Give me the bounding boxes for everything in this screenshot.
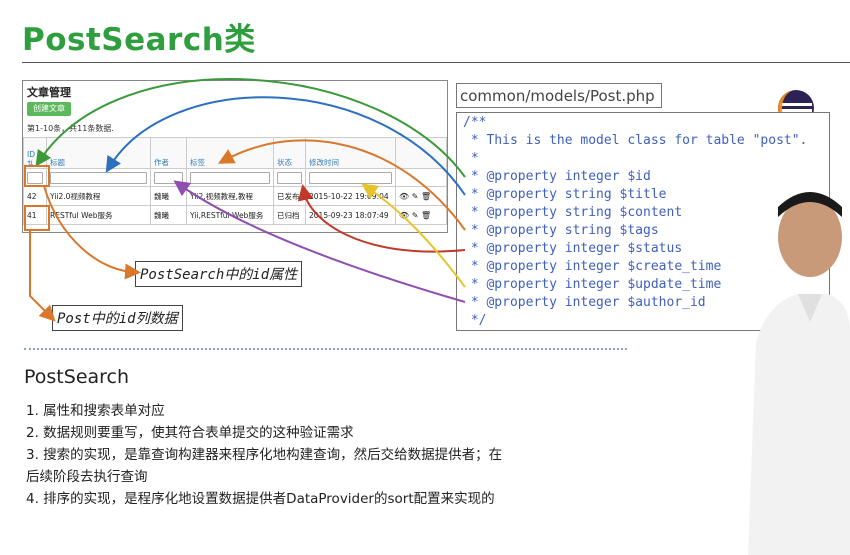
sort-icon: ⇅ [27,159,34,168]
filter-id-input[interactable] [27,171,43,184]
filter-row [23,168,447,187]
filter-updated-input[interactable] [309,171,392,184]
slide-title: PostSearch类 [22,22,256,58]
code-line: /** [463,115,487,130]
col-updated[interactable]: 修改时间 [305,137,396,169]
cell-id: 41 [23,205,47,225]
filter-status-select[interactable] [277,171,302,184]
code-line: * @property integer $update_time [463,277,722,292]
title-divider [22,62,850,63]
filter-title-input[interactable] [50,171,147,184]
cell-status: 已归档 [273,205,306,225]
arrow-to-data-callout [29,230,56,322]
callout-search-attr: PostSearch中的id属性 [135,261,303,287]
filter-author-input[interactable] [154,171,183,184]
code-line: * [463,151,479,166]
list-item: 3. 搜索的实现，是靠查询构建器来程序化地构建查询，然后交给数据提供者；在 [26,447,503,463]
cell-updated: 2015-10-22 19:09:04 [305,186,396,206]
col-author[interactable]: 作者 [150,137,187,169]
section-divider [24,348,627,350]
cell-title: Yii2.0视频教程 [46,186,151,206]
callout-post-id-data: Post中的id列数据 [52,305,183,331]
col-actions [395,137,447,169]
points-list: 1. 属性和搜索表单对应 2. 数据规则要重写，使其符合表单提交的这种验证需求 … [26,400,502,510]
cell-tags: Yii2,视频教程,教程 [186,186,274,206]
table-row: 42 Yii2.0视频教程 魏曦 Yii2,视频教程,教程 已发布 2015-1… [23,186,447,206]
create-post-button[interactable]: 创建文章 [27,102,71,116]
code-line: * @property integer $create_time [463,259,722,274]
row-actions[interactable]: 👁 ✎ 🗑 [395,205,447,225]
code-line: */ [463,313,487,328]
code-block: /** * This is the model class for table … [456,112,830,331]
cell-title: RESTful Web服务 [46,205,151,225]
table-row: 41 RESTful Web服务 魏曦 Yii,RESTful Web服务 已归… [23,205,447,225]
panel-heading: 文章管理 [27,86,71,99]
row-actions[interactable]: 👁 ✎ 🗑 [395,186,447,206]
cell-author: 魏曦 [150,186,187,206]
cell-updated: 2015-09-23 18:07:49 [305,205,396,225]
post-grid: ID⇅ 标题 作者 标签 状态 修改时间 42 Yii2.0视频教程 魏曦 Yi… [23,137,447,225]
list-item: 后续阶段去执行查询 [26,469,148,485]
code-line: * @property string $tags [463,223,659,238]
code-line: * @property integer $status [463,241,683,256]
file-path: common/models/Post.php [456,83,662,108]
cell-id: 42 [23,186,47,206]
list-item: 4. 排序的实现，是程序化地设置数据提供者DataProvider的sort配置… [26,491,495,507]
col-id[interactable]: ID⇅ [23,137,47,169]
cell-tags: Yii,RESTful Web服务 [186,205,274,225]
col-title[interactable]: 标题 [46,137,151,169]
admin-panel: 文章管理 创建文章 第1-10条，共11条数据. ID⇅ 标题 作者 标签 状态… [22,80,448,233]
col-tags[interactable]: 标签 [186,137,274,169]
code-line: * This is the model class for table "pos… [463,133,808,148]
cell-author: 魏曦 [150,205,187,225]
presenter-image [748,192,850,555]
grid-header-row: ID⇅ 标题 作者 标签 状态 修改时间 [23,137,447,169]
code-line: * @property string $title [463,187,667,202]
filter-tags-input[interactable] [190,171,270,184]
code-line: * @property integer $author_id [463,295,706,310]
code-line: * @property string $content [463,205,683,220]
cell-status: 已发布 [273,186,306,206]
summary-text: 第1-10条，共11条数据. [27,124,114,133]
code-line: * @property integer $id [463,169,651,184]
col-status[interactable]: 状态 [273,137,306,169]
list-item: 2. 数据规则要重写，使其符合表单提交的这种验证需求 [26,425,354,441]
list-item: 1. 属性和搜索表单对应 [26,403,165,419]
section-heading: PostSearch [24,366,130,388]
